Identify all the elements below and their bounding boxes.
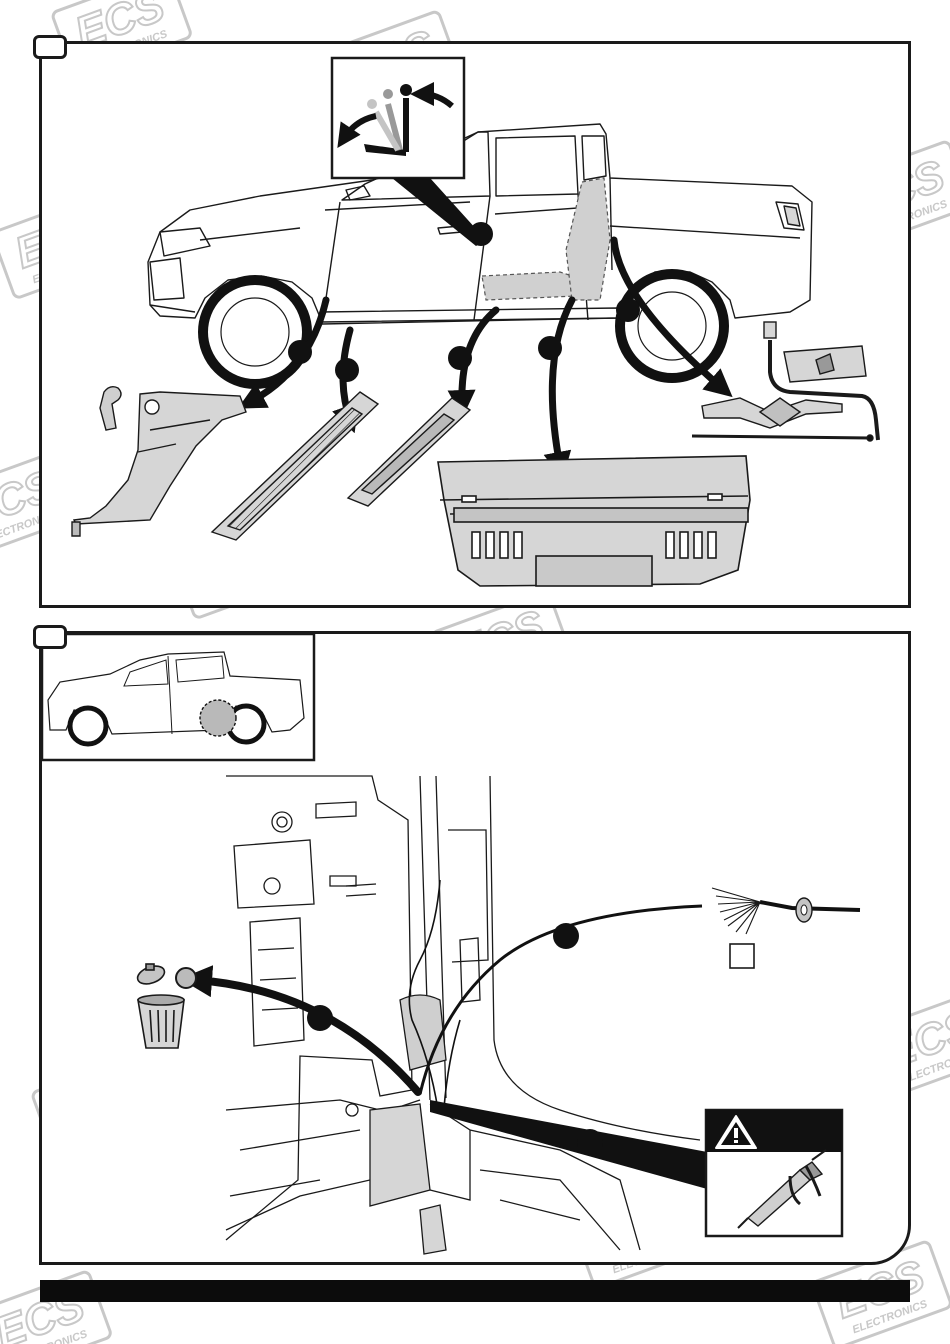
callout-dot-remove-plug <box>307 1005 333 1031</box>
footer-bar <box>40 1280 910 1302</box>
removal-arrows <box>237 236 733 480</box>
warning-sealant-box <box>704 1108 844 1238</box>
vehicle-jack-and-tools <box>691 321 880 442</box>
front-wheel-hub <box>220 297 290 367</box>
hook-clip-part <box>99 385 122 431</box>
caulking-gun-icon <box>737 1149 827 1229</box>
location-thumbnail-inset <box>40 632 316 762</box>
step-marker-dot <box>469 222 493 246</box>
callout-dots <box>288 298 640 382</box>
part-reference-box <box>729 943 755 969</box>
rear-wheel-hub <box>637 291 707 361</box>
callout-dot-sealant <box>577 1129 603 1155</box>
rear-wheel <box>615 269 729 383</box>
clip-removal-inset <box>330 56 466 180</box>
front-door-sill-plate <box>210 391 380 541</box>
front-kick-panel-trim <box>71 391 247 537</box>
step-number-tab-icon <box>33 625 67 649</box>
step-number-tab-icon <box>33 35 67 59</box>
existing-wiring-branch <box>443 1019 461 1109</box>
harness-routing-path <box>418 904 703 1095</box>
wiring-harness-bundle <box>711 887 861 935</box>
sealant-callout-pointer <box>430 1100 718 1192</box>
remove-plug-arrow <box>180 965 422 1096</box>
rear-seat-storage-panel <box>437 455 751 587</box>
rear-door-sill-plate <box>346 397 472 507</box>
blanking-plug <box>175 967 197 989</box>
rear-door-sill-trim-zone <box>481 271 579 301</box>
inset-callout-pointer <box>392 178 486 246</box>
warning-triangle-icon <box>715 1115 757 1149</box>
trash-bin-icon <box>136 963 185 1049</box>
rubber-grommet-icon <box>795 897 813 923</box>
callout-dot-harness <box>553 923 579 949</box>
b-pillar-trim-zone <box>565 177 611 301</box>
interior-body-structure <box>225 775 701 1255</box>
